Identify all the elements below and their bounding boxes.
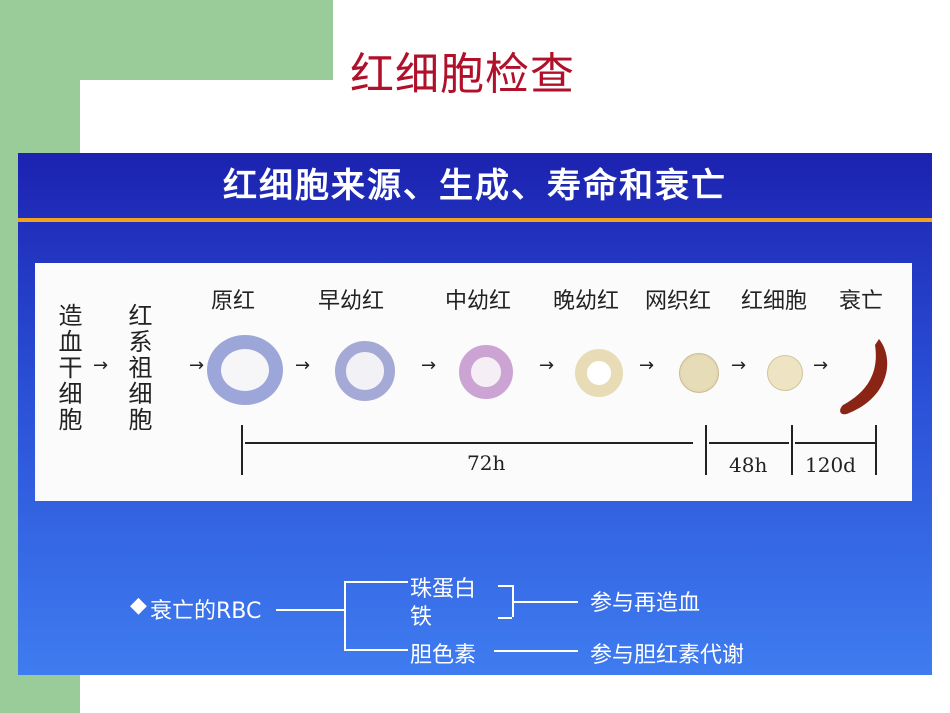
arrow-icon: → — [813, 355, 829, 376]
stage-label: 晚幼红 — [553, 289, 620, 314]
arrow-icon: → — [295, 355, 311, 376]
top-decoration — [0, 0, 333, 80]
stem-cell-label: 造血干细胞 — [54, 303, 82, 433]
intermediate-erythroblast-cell-icon — [459, 345, 513, 399]
connector-line — [344, 581, 408, 583]
connector-line — [344, 581, 346, 651]
heading-underline — [18, 218, 932, 222]
duration-label: 48h — [729, 453, 768, 477]
scale-tick — [705, 425, 707, 475]
scale-line-72h — [245, 442, 693, 444]
stage-label: 衰亡 — [839, 289, 884, 314]
late-erythroblast-cell-icon — [575, 349, 623, 397]
connector-line — [514, 601, 578, 603]
arrow-icon: → — [189, 355, 205, 376]
degenerating-cell-icon — [840, 339, 888, 415]
stage-label: 早幼红 — [318, 289, 385, 314]
product-iron: 铁 — [410, 605, 433, 630]
progenitor-label: 红系祖细胞 — [124, 303, 152, 433]
arrow-icon: → — [539, 355, 555, 376]
embedded-figure: 红细胞来源、生成、寿命和衰亡 造血干细胞 → 红系祖细胞 → 原红 早幼红 中幼… — [18, 153, 932, 675]
connector-line — [276, 609, 346, 611]
red-blood-cell-icon — [767, 355, 803, 391]
outcome-bilirubin-metabolism: 参与胆红素代谢 — [590, 643, 745, 668]
connector-line — [344, 649, 408, 651]
outcome-rehematopoiesis: 参与再造血 — [590, 591, 701, 616]
connector-line — [494, 650, 578, 652]
scale-tick — [241, 425, 243, 475]
stage-label: 中幼红 — [445, 289, 512, 314]
product-globin: 珠蛋白 — [410, 577, 477, 602]
bracket-line — [498, 585, 512, 587]
stage-label: 原红 — [211, 289, 256, 314]
product-bile-pigment: 胆色素 — [410, 643, 477, 668]
bracket-line — [512, 585, 514, 617]
development-panel: 造血干细胞 → 红系祖细胞 → 原红 早幼红 中幼红 晚幼红 网织红 红细胞 衰… — [35, 263, 912, 501]
scale-tick — [791, 425, 793, 475]
stage-label: 红细胞 — [741, 289, 808, 314]
arrow-icon: → — [731, 355, 747, 376]
reticulocyte-cell-icon — [679, 353, 719, 393]
arrow-icon: → — [639, 355, 655, 376]
duration-label: 120d — [805, 453, 856, 477]
duration-label: 72h — [467, 451, 506, 475]
bracket-line — [498, 617, 512, 619]
early-erythroblast-cell-icon — [335, 341, 395, 401]
slide-title: 红细胞检查 — [350, 49, 575, 100]
figure-heading: 红细胞来源、生成、寿命和衰亡 — [223, 166, 727, 206]
scale-tick — [875, 425, 877, 475]
fate-start-label: 衰亡的RBC — [150, 599, 262, 624]
proerythroblast-cell-icon — [207, 335, 283, 405]
scale-line-120d — [795, 442, 875, 444]
arrow-icon: → — [93, 355, 109, 376]
stage-label: 网织红 — [645, 289, 712, 314]
scale-line-48h — [709, 442, 789, 444]
bullet-icon: ◆ — [130, 593, 147, 618]
arrow-icon: → — [421, 355, 437, 376]
